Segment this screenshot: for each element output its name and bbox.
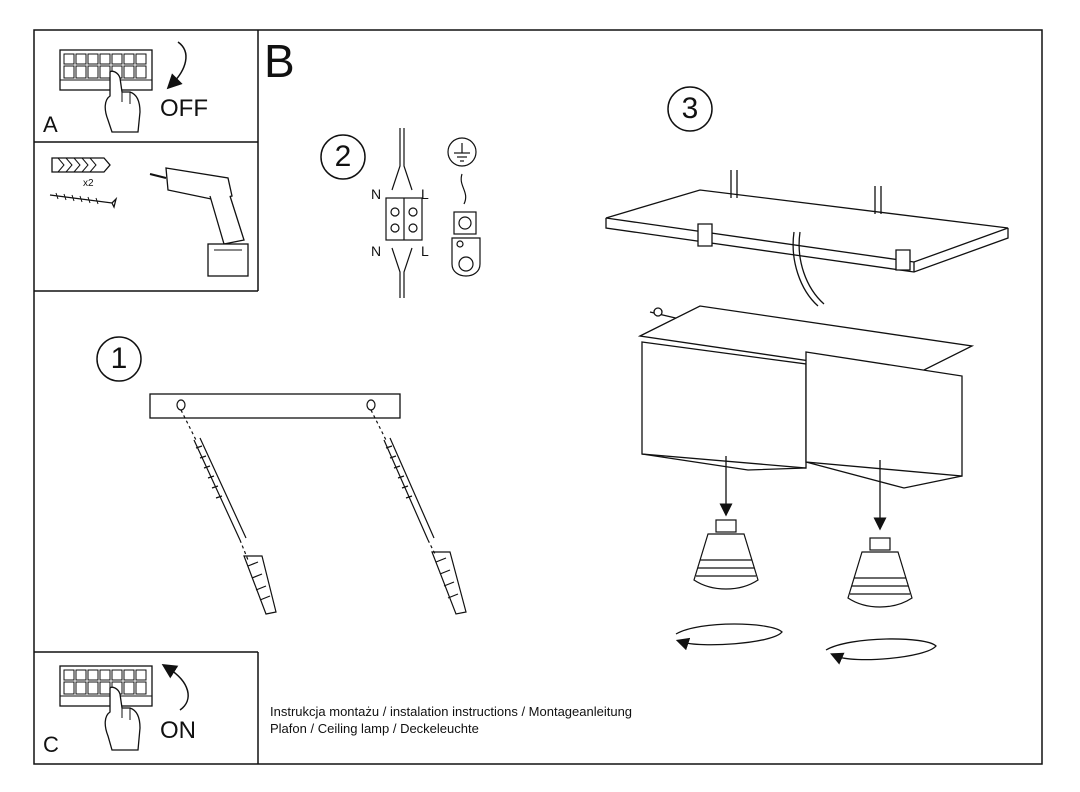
ground-terminal-icon xyxy=(451,211,481,277)
step-2-marker xyxy=(320,134,366,180)
neutral-label-bottom: N xyxy=(371,243,382,259)
quantity-label: x2 xyxy=(83,178,94,189)
neutral-label-top: N xyxy=(371,186,382,202)
step-3-marker xyxy=(667,86,713,132)
off-label: OFF xyxy=(160,95,208,122)
ground-symbol-icon xyxy=(447,137,477,205)
wiring-terminal-diagram xyxy=(385,128,423,298)
switch-on-arrow-icon xyxy=(161,663,189,711)
switch-off-arrow-icon xyxy=(166,41,187,90)
step-1-number: 1 xyxy=(110,342,128,375)
breaker-off-illustration xyxy=(59,49,153,133)
screw-icon xyxy=(49,192,118,209)
step-2-number: 2 xyxy=(334,140,352,173)
caption-product: Plafon / Ceiling lamp / Deckeleuchte xyxy=(270,721,479,736)
screw-and-plug-right xyxy=(370,409,467,615)
mounting-plate xyxy=(149,393,401,419)
panel-c-letter: C xyxy=(43,732,59,757)
panel-a-letter: A xyxy=(43,112,58,137)
ceiling-lamp-assembly xyxy=(605,170,1009,531)
on-label: ON xyxy=(160,717,196,744)
step-3-number: 3 xyxy=(681,92,699,125)
twist-arrow-icon xyxy=(675,623,783,651)
wall-plug-icon xyxy=(51,157,111,173)
step-1-marker xyxy=(96,336,142,382)
live-label-bottom: L xyxy=(421,243,429,259)
breaker-on-illustration xyxy=(59,665,153,751)
sheet-frame xyxy=(33,29,1043,765)
panel-b-letter: B xyxy=(264,35,295,87)
twist-arrow-icon xyxy=(825,638,937,665)
caption-instructions: Instrukcja montażu / instalation instruc… xyxy=(270,704,633,719)
gu10-bulb-icon xyxy=(847,537,913,608)
gu10-bulb-icon xyxy=(693,519,759,590)
screw-and-plug-left xyxy=(180,409,277,615)
live-label-top: L xyxy=(421,186,429,202)
drill-icon xyxy=(149,167,249,277)
